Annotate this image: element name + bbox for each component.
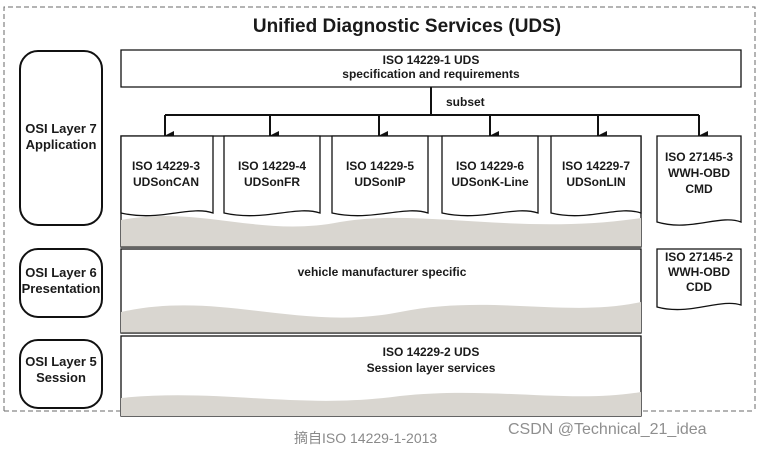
osi-layer-5-name: Session (36, 370, 86, 385)
subset-label: subset (446, 95, 485, 109)
iso-27145-2-title: ISO 27145-2 (665, 250, 733, 264)
iso-14229-1-title: ISO 14229-1 UDS (383, 53, 480, 67)
iso-14229-6-box: ISO 14229-6 UDSonK-Line (441, 135, 539, 217)
iso-14229-7-name: UDSonLIN (566, 175, 625, 189)
iso-14229-3-title: ISO 14229-3 (132, 159, 200, 173)
iso-27145-3-name: CMD (685, 182, 713, 196)
iso-14229-3-name: UDSonCAN (133, 175, 199, 189)
iso-14229-2-desc: Session layer services (367, 361, 496, 375)
iso-14229-1-box: ISO 14229-1 UDS specification and requir… (120, 49, 742, 88)
osi-layer-7-box: OSI Layer 7 Application (19, 50, 103, 226)
iso-14229-4-title: ISO 14229-4 (238, 159, 306, 173)
osi-layer-5-label: OSI Layer 5 (25, 354, 97, 369)
iso-14229-4-name: UDSonFR (244, 175, 300, 189)
iso-14229-5-name: UDSonIP (354, 175, 405, 189)
presentation-text: vehicle manufacturer specific (298, 265, 467, 279)
iso-14229-2-title: ISO 14229-2 UDS (383, 345, 480, 359)
osi-layer-6-box: OSI Layer 6 Presentation (19, 248, 103, 318)
iso-14229-1-desc: specification and requirements (342, 67, 520, 81)
session-layer-box: ISO 14229-2 UDS Session layer services (120, 335, 642, 417)
presentation-layer-box: vehicle manufacturer specific (120, 248, 642, 334)
iso-27145-2-box: ISO 27145-2 WWH-OBD CDD (656, 248, 742, 311)
osi-layer-5-box: OSI Layer 5 Session (19, 339, 103, 409)
iso-14229-5-box: ISO 14229-5 UDSonIP (331, 135, 429, 217)
iso-27145-3-box: ISO 27145-3 WWH-OBD CMD (656, 135, 742, 226)
osi-layer-7-label: OSI Layer 7 (25, 121, 97, 136)
outer-dashed-border (3, 6, 756, 411)
osi-layer-7-name: Application (26, 137, 97, 152)
iso-14229-7-title: ISO 14229-7 (562, 159, 630, 173)
subset-connector: subset (164, 87, 708, 141)
iso-27145-2-name: CDD (686, 280, 712, 294)
iso-14229-4-box: ISO 14229-4 UDSonFR (223, 135, 321, 217)
iso-27145-2-obd: WWH-OBD (668, 265, 730, 279)
source-caption: 摘自ISO 14229-1-2013 (294, 430, 438, 446)
iso-14229-6-title: ISO 14229-6 (456, 159, 524, 173)
iso-27145-3-obd: WWH-OBD (668, 166, 730, 180)
osi-layer-6-label: OSI Layer 6 (25, 265, 97, 280)
iso-14229-6-name: UDSonK-Line (451, 175, 529, 189)
csdn-watermark: CSDN @Technical_21_idea (508, 421, 707, 438)
osi-layer-6-name: Presentation (22, 281, 101, 296)
iso-14229-5-title: ISO 14229-5 (346, 159, 414, 173)
iso-14229-3-box: ISO 14229-3 UDSonCAN (120, 135, 214, 217)
iso-14229-7-box: ISO 14229-7 UDSonLIN (550, 135, 642, 217)
iso-27145-3-title: ISO 27145-3 (665, 150, 733, 164)
diagram-title: Unified Diagnostic Services (UDS) (253, 16, 561, 37)
